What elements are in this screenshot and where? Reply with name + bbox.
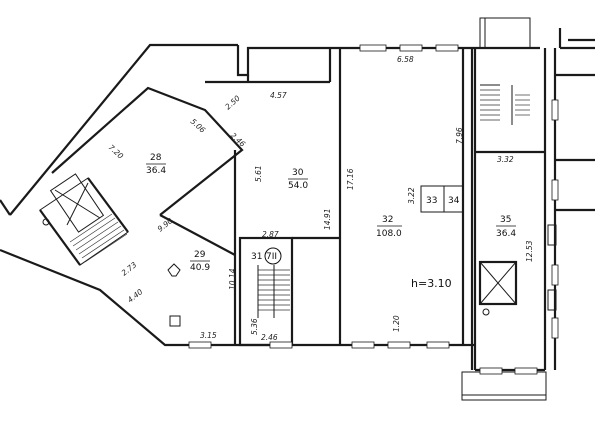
room-34-label: 34 — [448, 196, 460, 206]
stair-left — [49, 173, 128, 263]
fixtures — [42, 218, 557, 327]
dim-6-58: 6.58 — [397, 55, 414, 64]
stair-mark: 7II — [266, 252, 277, 262]
dim-4-40: 4.40 — [126, 287, 145, 305]
stair-mark-circle — [264, 247, 282, 265]
room-32-area: 108.0 — [376, 229, 402, 239]
room-35-area: 36.4 — [496, 229, 516, 239]
room-35-number: 35 — [500, 215, 511, 225]
dim-5-61: 5.61 — [254, 165, 263, 182]
room-32-label: 32 108.0 — [376, 215, 402, 239]
dim-14-91: 14.91 — [323, 209, 332, 230]
room-29-area: 40.9 — [190, 263, 210, 273]
dim-7-96: 7.96 — [455, 127, 464, 144]
dim-2-50: 2.50 — [223, 93, 242, 111]
elevator-shaft — [478, 260, 518, 316]
dim-3-22: 3.22 — [407, 187, 416, 204]
dim-2-73: 2.73 — [120, 260, 139, 278]
dim-5-06: 5.06 — [189, 117, 208, 135]
dim-3-15: 3.15 — [200, 331, 217, 340]
stair-31 — [257, 265, 290, 318]
room-31-label: 31 7II — [251, 247, 282, 265]
room-35-label: 35 36.4 — [496, 215, 516, 239]
dim-5-36: 5.36 — [250, 318, 259, 335]
room-30-label: 30 54.0 — [288, 168, 308, 191]
room-31-number: 31 — [251, 252, 262, 262]
exterior-walls — [0, 17, 595, 401]
room-33-label: 33 — [426, 196, 437, 206]
dim-4-57: 4.57 — [270, 91, 287, 100]
dim-7-20: 7.20 — [107, 143, 126, 161]
room-28-number: 28 — [150, 153, 162, 163]
ceiling-height-label: h=3.10 — [411, 277, 452, 290]
dimension-labels: 7.20 5.06 9.90 2.73 4.40 3.15 2.50 4.57 … — [107, 55, 534, 342]
room-29-label: 29 40.9 — [190, 250, 210, 273]
room-28-area: 36.4 — [146, 166, 166, 176]
dim-2-46-bottom: 2.46 — [261, 333, 278, 342]
dim-12-53: 12.53 — [525, 240, 534, 262]
dim-9-90: 9.90 — [156, 216, 175, 234]
room-33-number: 33 — [426, 196, 437, 206]
dim-17-16: 17.16 — [346, 168, 355, 190]
room-28-label: 28 36.4 — [146, 153, 166, 176]
dim-3-32: 3.32 — [497, 155, 514, 164]
dim-10-14: 10.14 — [228, 268, 237, 290]
room-30-area: 54.0 — [288, 181, 308, 191]
room-30-number: 30 — [292, 168, 304, 178]
room-34-number: 34 — [448, 196, 460, 206]
stair-right — [480, 84, 530, 125]
dim-2-87: 2.87 — [262, 230, 279, 239]
room-32-number: 32 — [382, 215, 393, 225]
interior-walls — [39, 48, 595, 370]
room-29-number: 29 — [194, 250, 206, 260]
windows — [188, 44, 559, 375]
dim-1-20: 1.20 — [392, 315, 401, 332]
